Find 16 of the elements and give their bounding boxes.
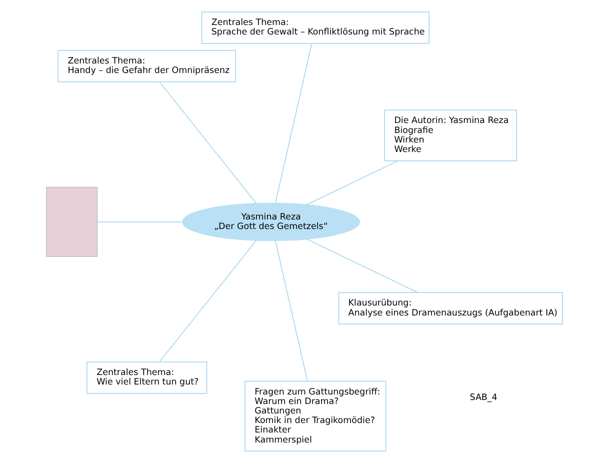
connector xyxy=(274,43,312,204)
connector xyxy=(306,238,418,293)
node-box: Zentrales Thema: Wie viel Eltern tun gut? xyxy=(86,361,208,394)
node-box: Die Autorin: Yasmina Reza Biografie Wirken Werke xyxy=(384,110,518,162)
node-box: Zentrales Thema: Sprache der Gewalt – Konfliktlösung mit Sprache xyxy=(201,11,430,44)
node-box: Zentrales Thema: Handy – die Gefahr der Omnipräsenz xyxy=(58,50,236,82)
connector xyxy=(97,221,183,222)
connector xyxy=(159,82,257,204)
connector xyxy=(159,240,257,362)
label: SAB_4 xyxy=(470,392,498,403)
connector xyxy=(306,160,398,206)
node-box xyxy=(46,186,98,257)
node-ellipse: Yasmina Reza „Der Gott des Gemetzels“ xyxy=(182,202,360,242)
node-box: Klausurübung: Analyse eines Dramenauszugs (Aufgabenart IA) xyxy=(338,292,563,324)
connector xyxy=(274,240,308,382)
node-box: Fragen zum Gattungsbegriff: Warum ein Drama? Gattungen Komik in der Tragikomödie? Einakter Kammerspiel xyxy=(244,380,386,452)
